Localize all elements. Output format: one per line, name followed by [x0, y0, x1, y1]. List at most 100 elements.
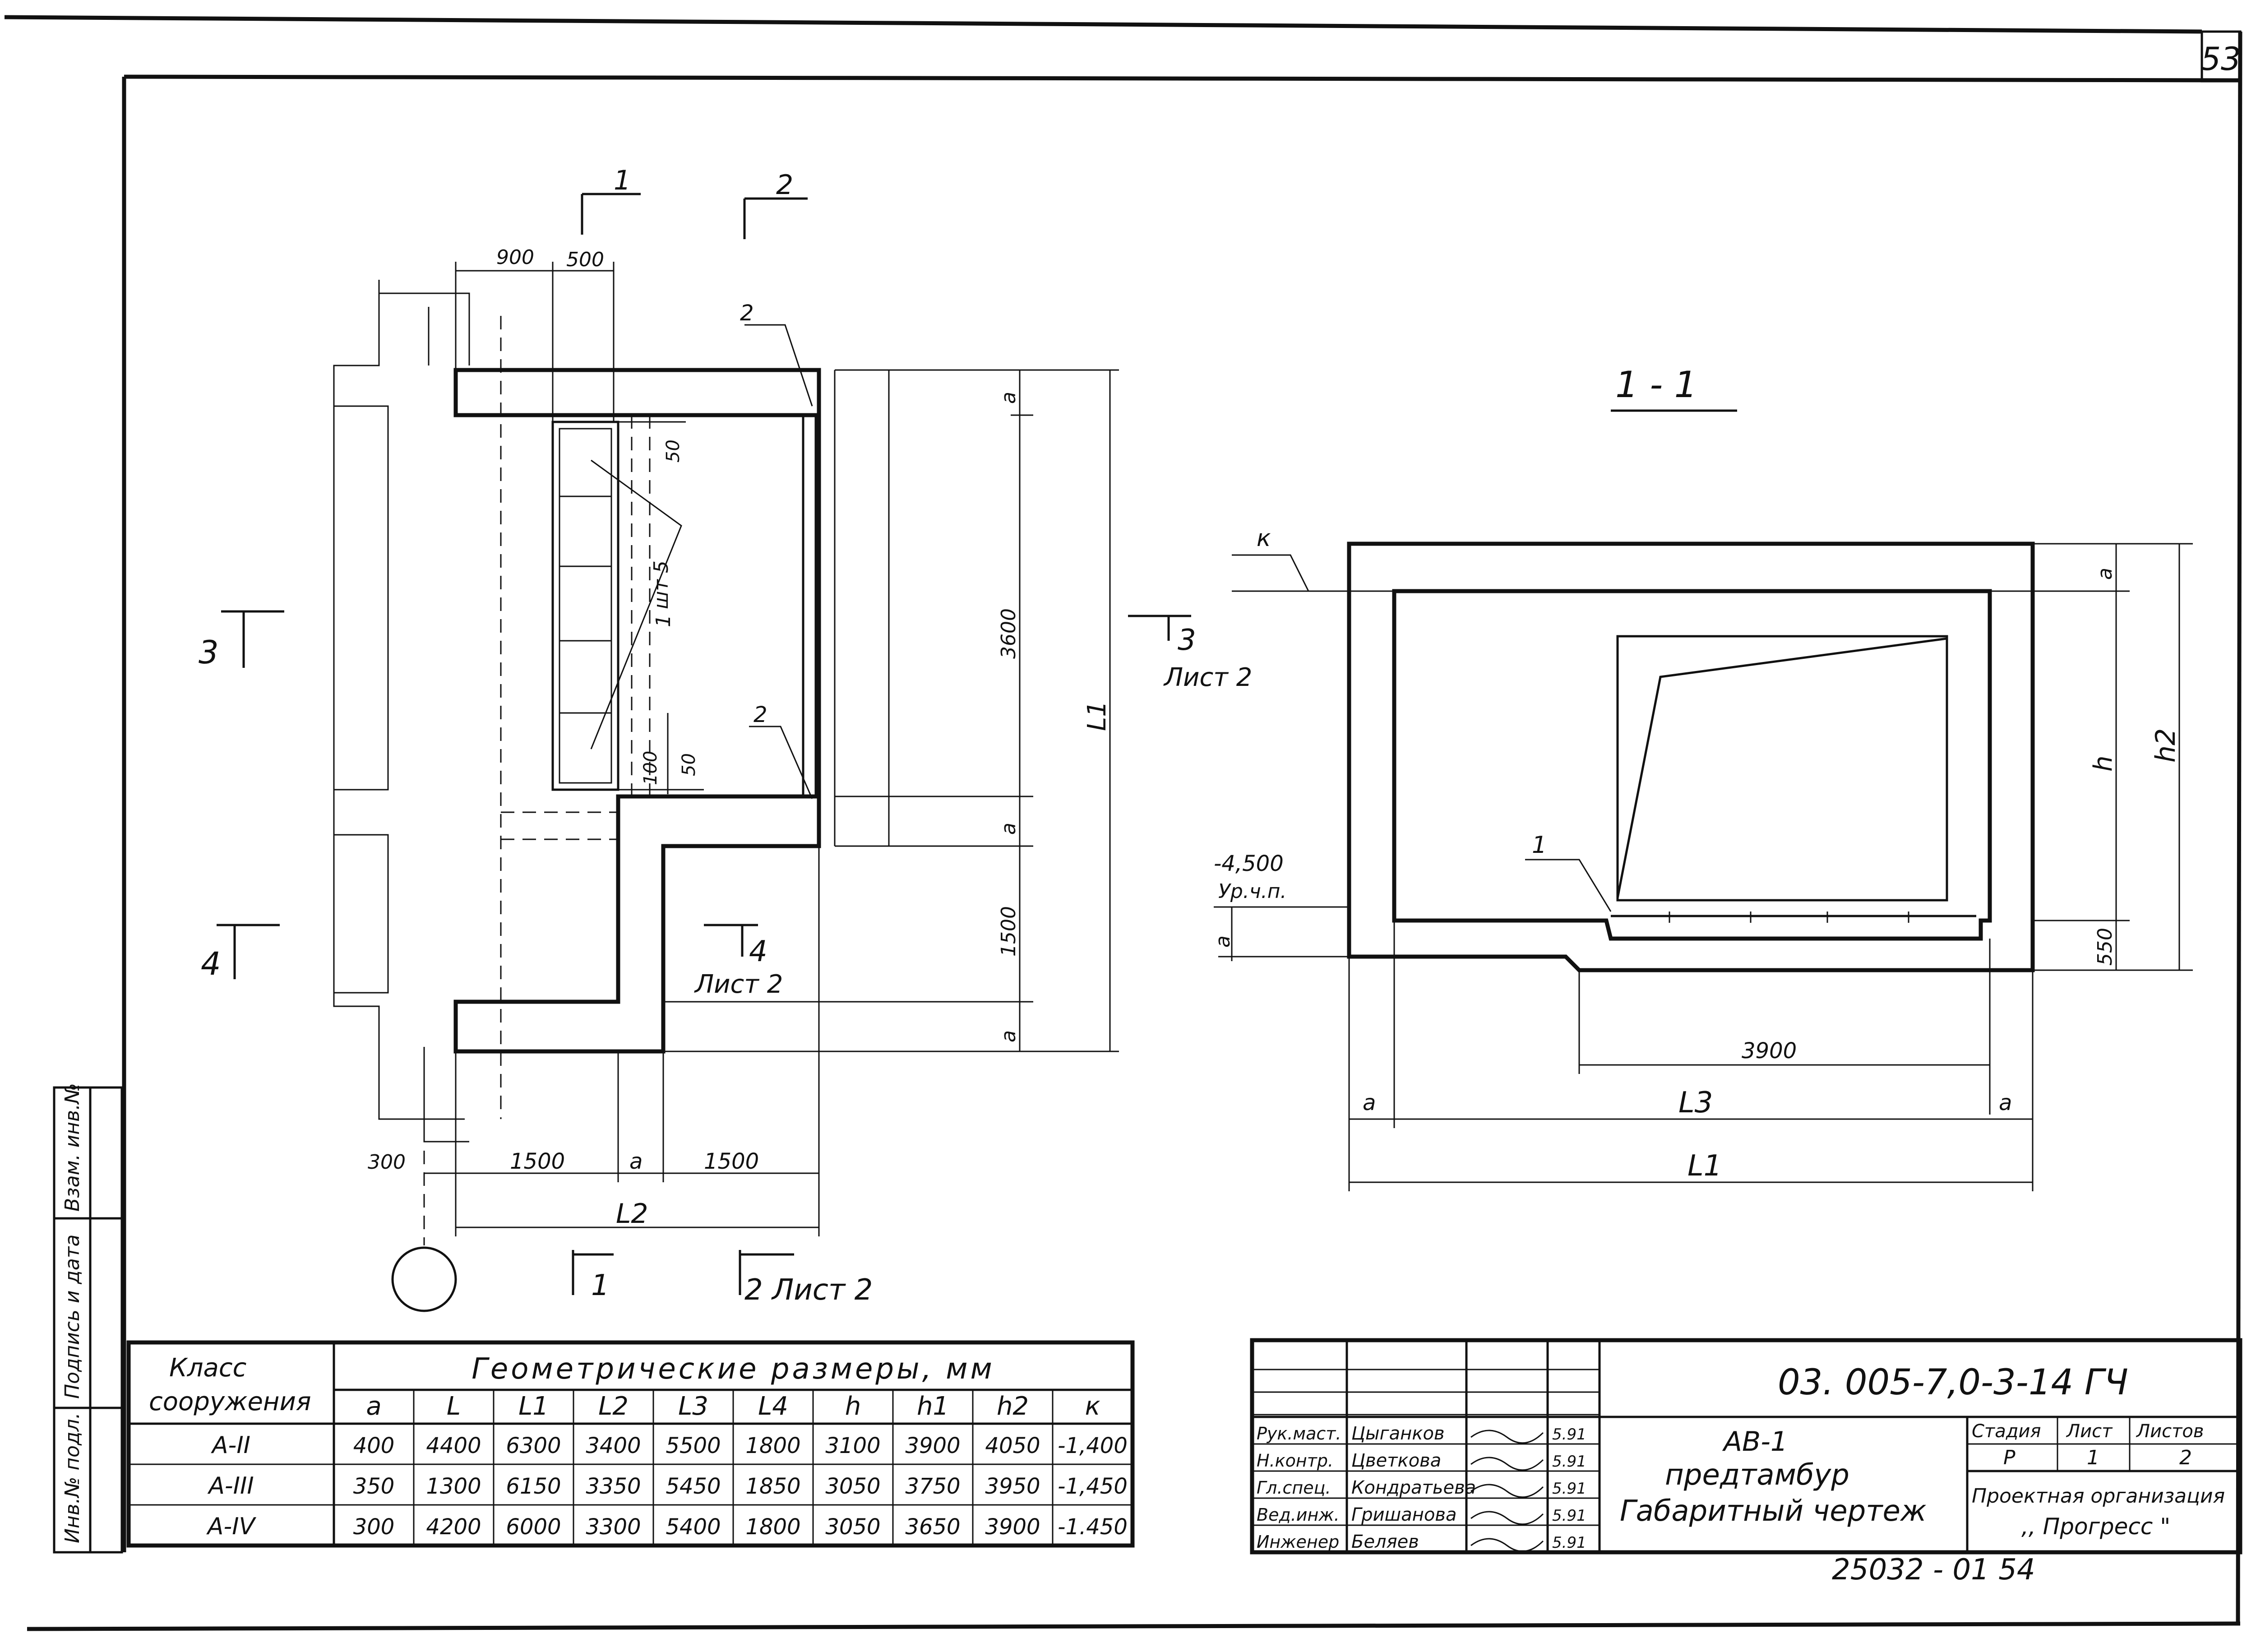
signature-scribble: [1470, 1484, 1544, 1498]
table-column-header: h1: [917, 1392, 949, 1421]
table-cell: 3750: [905, 1474, 960, 1499]
table-cell: 1800: [745, 1433, 800, 1458]
sheet-value: 1: [2087, 1446, 2099, 1469]
table-cell: 350: [353, 1474, 395, 1499]
signature-scribble: [1470, 1538, 1544, 1552]
sheet-number-box: [2201, 30, 2242, 83]
signer-date: 5.91: [1552, 1480, 1586, 1498]
plan-dim-L2: L2: [616, 1198, 648, 1230]
cut-2-top-label: 2: [776, 169, 793, 201]
plan-wall-bottom: [423, 1047, 469, 1143]
plan-axis-bubble: [391, 1246, 457, 1312]
sheets-label: Листов: [2136, 1421, 2204, 1442]
table-cell: 5500: [666, 1433, 721, 1458]
section-dim-3900: 3900: [1742, 1038, 1797, 1064]
plan-callout-2b: 2: [754, 702, 767, 727]
table-frame: [126, 1340, 1135, 1548]
section-dim-h2: h2: [2150, 728, 2182, 763]
section-leader-k: [1232, 554, 1309, 592]
plan-callout-1: 1: [652, 615, 675, 627]
plan-label-50-bottom: 50: [679, 753, 699, 776]
table-cell: 400: [353, 1433, 395, 1458]
table-column-header: к: [1085, 1392, 1100, 1421]
section-leader-1: [1525, 859, 1612, 912]
sheet-frame: 53: [4, 15, 2242, 1631]
section-dim-a-top: a: [2094, 568, 2117, 580]
table-column-header: L3: [678, 1392, 708, 1421]
table-cell: 1850: [745, 1474, 800, 1499]
frame-top-edge: [4, 15, 2202, 34]
signer-role: Рук.маст.: [1257, 1424, 1341, 1444]
section-dim-L1: L1: [1687, 1149, 1722, 1183]
plan-dim-1500-a: 1500: [510, 1149, 565, 1174]
sheet-label: Лист: [2066, 1421, 2113, 1442]
cut-4-mid-sheet: Лист 2: [694, 970, 783, 999]
table-cell: 300: [353, 1514, 395, 1540]
signer-name: Цыганков: [1351, 1423, 1445, 1444]
signer-date: 5.91: [1552, 1425, 1586, 1444]
signature-scribble: [1470, 1430, 1544, 1444]
cut-3-right-label: 3: [1178, 624, 1196, 657]
cut-3-right-sheet: Лист 2: [1163, 663, 1252, 692]
cut-1-bottom-label: 1: [591, 1269, 610, 1302]
signer-name: Цветкова: [1351, 1450, 1441, 1471]
signature-scribble: [1470, 1511, 1544, 1525]
plan-dim-500: 500: [566, 248, 604, 271]
side-stamp: Инв.№ подл. Подпись и дата Взам. инв.№: [53, 1083, 123, 1554]
plan-dim-a-bottom: a: [629, 1149, 643, 1174]
plan-window-inner: [559, 428, 612, 784]
plan-dim-3600: 3600: [997, 608, 1020, 659]
section-dim-h: h: [2089, 756, 2118, 772]
signer-name: Кондратьева: [1351, 1477, 1476, 1498]
table-col1-header: Класс: [169, 1353, 247, 1383]
section-inner: [1392, 589, 1992, 941]
side-stamp-box: [53, 1086, 123, 1554]
table-cell: 3400: [586, 1433, 641, 1458]
table-cell: 3950: [985, 1474, 1040, 1499]
table-row-class: А-IV: [206, 1513, 257, 1540]
title-block-frame: [1250, 1338, 2242, 1555]
signer-role: Гл.спец.: [1257, 1478, 1331, 1498]
section-dim-a-left: a: [1211, 935, 1234, 948]
plan-dim-L1: L1: [1082, 701, 1112, 731]
table-cell: 5450: [666, 1474, 721, 1499]
plan-dim-900: 900: [496, 246, 534, 269]
side-stamp-inv: Инв.№ подл.: [61, 1412, 84, 1543]
table-column-header: h: [845, 1392, 861, 1421]
section-unit: [1616, 635, 1948, 902]
cut-1-top-label: 1: [614, 165, 631, 196]
table-cell: -1,450: [1058, 1474, 1128, 1499]
plan-leader-1: [590, 459, 682, 750]
section-title: 1 - 1: [1615, 364, 1697, 406]
table-cell: 3050: [825, 1514, 880, 1540]
table-cell: 3300: [586, 1514, 641, 1540]
title-line-2: предтамбур: [1665, 1458, 1849, 1492]
signer-role: Вед.инж.: [1257, 1505, 1340, 1525]
table-row-class: А-III: [207, 1472, 254, 1499]
signer-name: Беляев: [1351, 1532, 1419, 1552]
org-name: ,, Прогресс ": [2021, 1513, 2170, 1540]
table-cell: 4050: [985, 1433, 1040, 1458]
frame-inner-top: [124, 74, 2241, 83]
plan-wall-left: [333, 280, 465, 1120]
section-dim-550: 550: [2094, 928, 2117, 966]
signer-role: Н.контр.: [1257, 1451, 1333, 1471]
section-dim-a-br: a: [1999, 1090, 2012, 1115]
table-column-header: L4: [758, 1392, 788, 1421]
signature-scribble: [1470, 1457, 1544, 1471]
signer-date: 5.91: [1552, 1534, 1586, 1552]
signer-date: 5.91: [1552, 1453, 1586, 1471]
signer-date: 5.91: [1552, 1507, 1586, 1525]
title-line-1: АВ-1: [1722, 1426, 1788, 1458]
table-cell: 1300: [426, 1474, 481, 1499]
side-stamp-replace: Взам. инв.№: [61, 1083, 84, 1212]
table-cell: 6150: [506, 1474, 561, 1499]
org-label: Проектная организация: [1972, 1485, 2225, 1508]
plan-window-frame: [551, 421, 619, 791]
stage-label: Стадия: [1972, 1421, 2041, 1442]
table-cell: 4200: [426, 1514, 481, 1540]
table-column-header: h2: [997, 1392, 1029, 1421]
plan-label-100: 100: [640, 751, 661, 785]
